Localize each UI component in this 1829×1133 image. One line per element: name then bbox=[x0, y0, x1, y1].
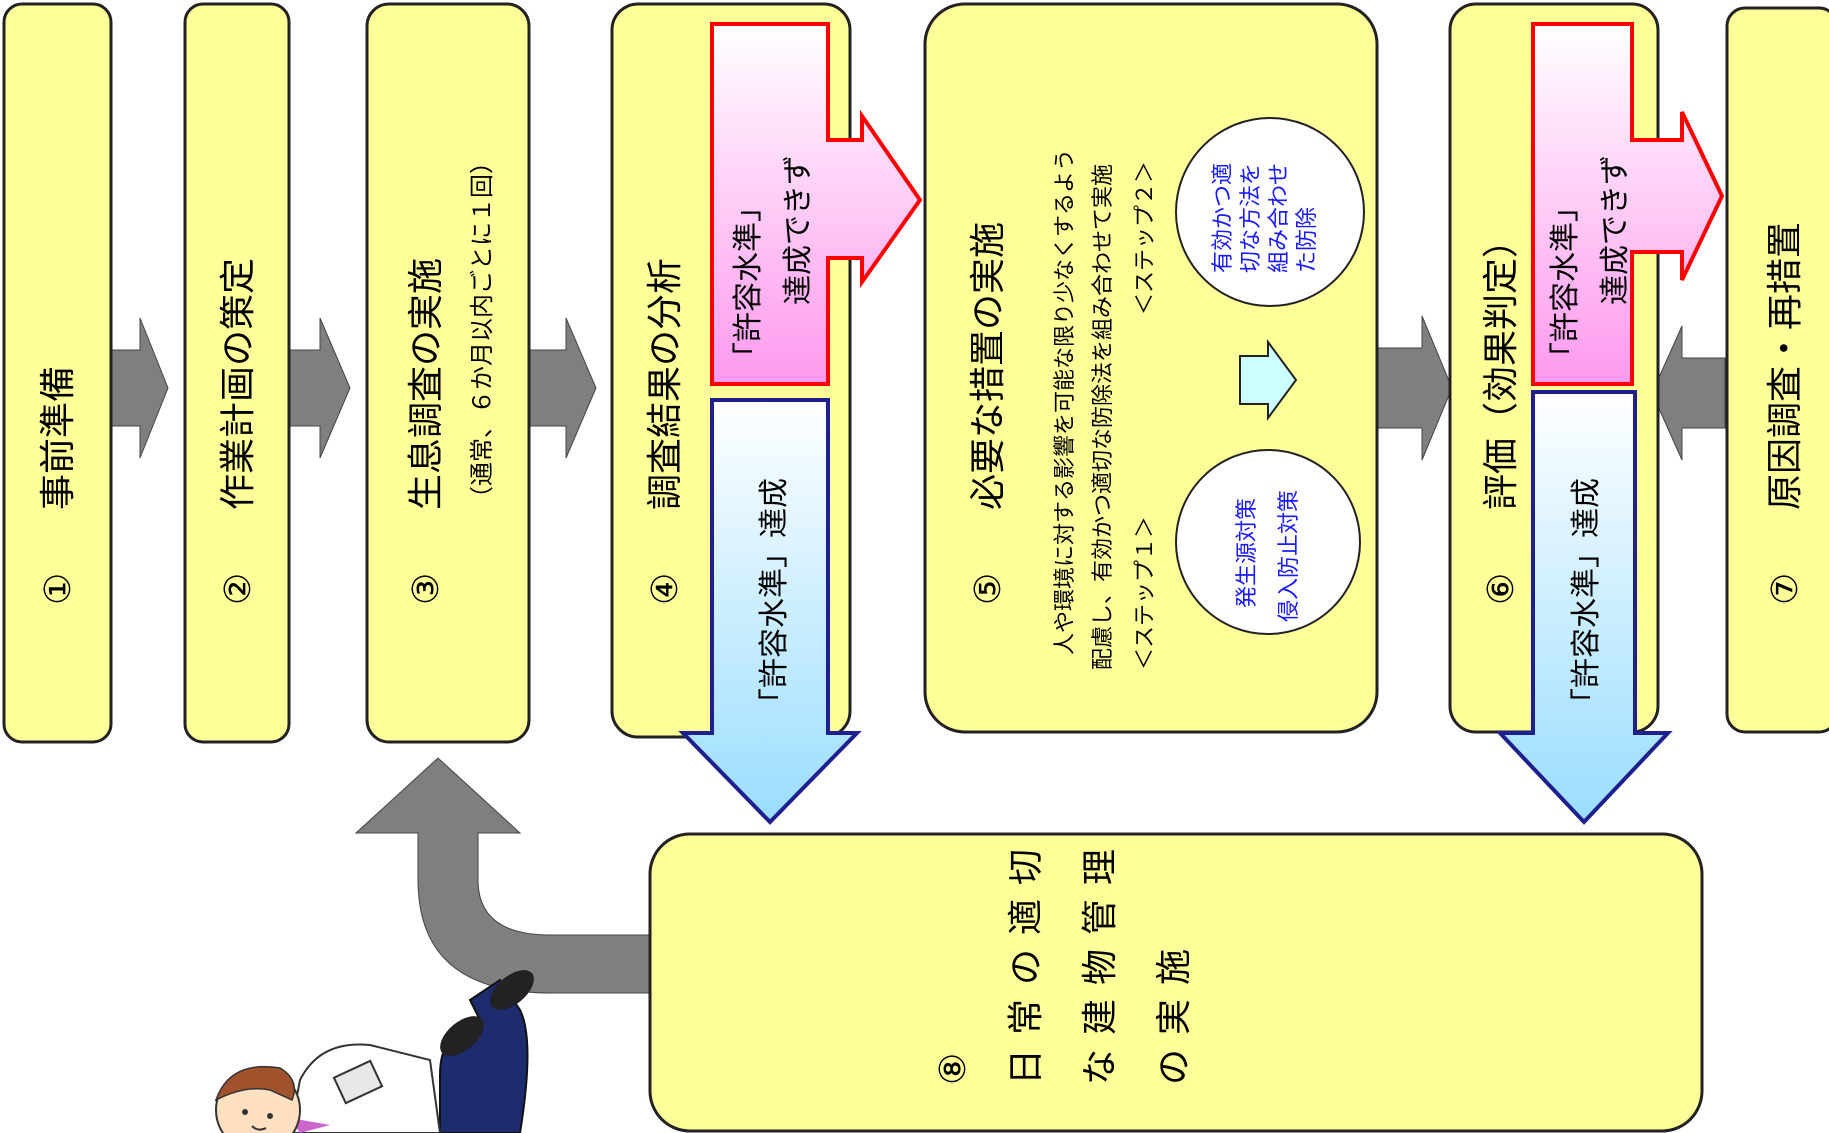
step-8-line-3: の実施 bbox=[1154, 935, 1195, 1085]
doctor-illustration bbox=[214, 970, 534, 1133]
step-8-box bbox=[648, 832, 1704, 1133]
arrow-5-to-6 bbox=[1374, 315, 1453, 461]
step-4-title: 調査結果の分析 bbox=[645, 258, 686, 510]
step-3-number: ③ bbox=[406, 573, 447, 605]
step4-achieved-arrow bbox=[678, 398, 862, 825]
step-5-step1-line2: 侵入防止対策 bbox=[1277, 490, 1302, 622]
step5-up-arrow bbox=[1239, 338, 1298, 422]
step-4-number: ④ bbox=[645, 573, 686, 605]
step-8-line-2: な建物管理 bbox=[1080, 835, 1121, 1085]
step-5-desc-2: 配慮し、有効かつ適切な防除法を組み合わせて実施 bbox=[1091, 164, 1116, 670]
step-2-number: ② bbox=[218, 573, 259, 605]
step6-not-achieved-label-2: 達成できず bbox=[1598, 155, 1633, 305]
step-5-step2-line2: 切な方法を bbox=[1239, 163, 1264, 273]
step4-not-achieved-label-2: 達成できず bbox=[781, 155, 816, 305]
step-5-step1-label: ＜ステップ１＞ bbox=[1133, 516, 1158, 670]
step6-not-achieved-label-1: 「許容水準」 bbox=[1548, 192, 1583, 372]
step-7-title: 原因調査・再措置 bbox=[1765, 222, 1806, 510]
step5-step2-circle bbox=[1175, 117, 1365, 307]
step6-achieved-label: 「許容水準」達成 bbox=[1569, 478, 1604, 718]
arrow-1-to-2 bbox=[109, 317, 169, 459]
step-3-note: （通常、６か月以内ごとに１回） bbox=[468, 150, 496, 510]
arrow-3-to-4 bbox=[527, 317, 597, 459]
step-6-number: ⑥ bbox=[1481, 573, 1522, 605]
step-7-box bbox=[1725, 6, 1829, 734]
step-5-step1-line1: 発生源対策 bbox=[1235, 498, 1260, 608]
step-1-number: ① bbox=[38, 573, 79, 605]
step-3-title: 生息調査の実施 bbox=[406, 258, 447, 510]
step-6-title: 評価（効果判定） bbox=[1481, 222, 1522, 510]
step-5-desc-1: 人や環境に対する影響を可能な限り少なくするよう bbox=[1053, 149, 1078, 655]
step-1-title: 事前準備 bbox=[38, 366, 79, 510]
step-2-box bbox=[183, 2, 291, 744]
step4-achieved-label: 「許容水準」達成 bbox=[757, 478, 792, 718]
step-3-box bbox=[365, 2, 531, 744]
step-5-step2-label: ＜ステップ２＞ bbox=[1133, 161, 1158, 315]
step6-not-achieved-arrow bbox=[1531, 22, 1725, 386]
step-8-line-1: 日常の適切 bbox=[1006, 835, 1047, 1085]
step-5-step2-line4: た防除 bbox=[1295, 207, 1320, 273]
step-2-title: 作業計画の策定 bbox=[218, 258, 259, 510]
arrow-2-to-3 bbox=[287, 317, 351, 459]
step-7-number: ⑦ bbox=[1765, 573, 1806, 605]
step4-not-achieved-arrow bbox=[710, 22, 923, 386]
arrow-7-to-6 bbox=[1651, 325, 1726, 461]
loop-back-arrow bbox=[354, 757, 651, 994]
step-5-step2-line3: 組み合わせ bbox=[1267, 163, 1292, 273]
step5-step1-circle bbox=[1175, 449, 1361, 635]
step-8-number: ⑧ bbox=[933, 1053, 974, 1085]
step-5-step2-line1: 有効かつ適 bbox=[1211, 163, 1236, 273]
step-5-title: 必要な措置の実施 bbox=[968, 222, 1009, 510]
step6-achieved-arrow bbox=[1495, 390, 1673, 825]
step-1-box bbox=[2, 2, 113, 744]
step-5-number: ⑤ bbox=[968, 573, 1009, 605]
step4-not-achieved-label-1: 「許容水準」 bbox=[731, 192, 766, 372]
